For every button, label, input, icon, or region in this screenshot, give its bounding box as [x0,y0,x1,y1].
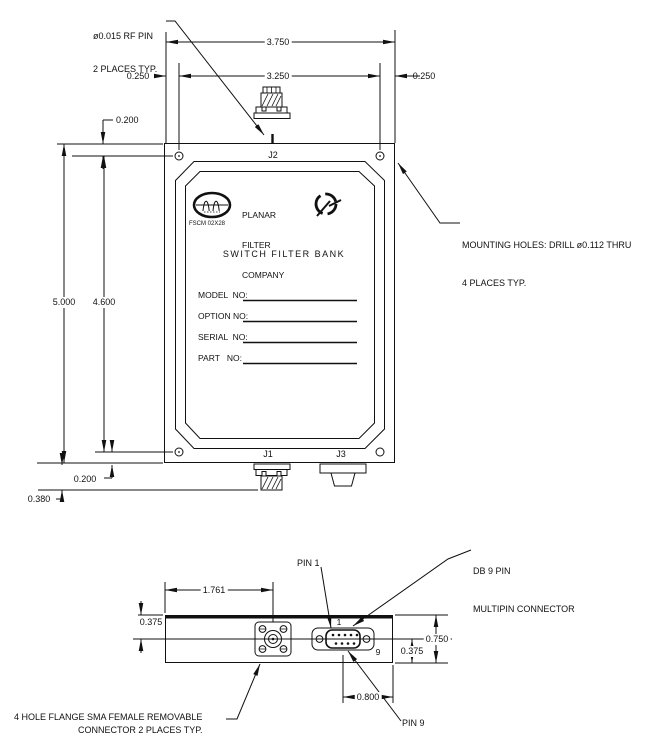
sma-callout-leader [226,663,261,720]
pin1-callout: PIN 1 [297,558,320,568]
dim-width-overall: 3.750 [264,37,292,48]
label-j1: J1 [263,449,273,459]
sma-callout-line1: 4 HOLE FLANGE SMA FEMALE REMOVABLE [14,712,203,722]
top-view [37,20,460,502]
company-name-line1: PLANAR [242,210,277,220]
field-underlines [243,299,357,365]
dim-hole-inset-right: 0.250 [412,71,436,81]
planar-logo-icon [192,191,232,219]
company-name: PLANAR FILTER COMPANY [242,190,284,300]
enclosure-outline [164,143,395,463]
field-model-no: MODEL NO: [198,290,248,300]
dim-top-to-center: 0.375 [139,617,163,627]
dim-width-holes: 3.250 [264,71,292,82]
rf-pin-callout-line1: ø0.015 RF PIN [93,31,154,41]
label-j2: J2 [268,150,278,160]
label-j3: J3 [336,449,346,459]
dim-hole-top-offset: 0.200 [116,115,139,125]
pin9-leader [347,650,402,722]
rf-pin-leader [166,20,265,136]
field-part-no: PART NO: [198,353,242,363]
bottom-view-extension-lines [138,582,448,703]
pin1-leader [320,566,332,629]
dsub-connector-side-icon [319,463,367,487]
dim-center-to-bottom: 0.375 [398,646,426,657]
pin1-marker: 1 [336,617,342,627]
sma-connector-top-icon [253,86,291,143]
db9-callout-leader [352,549,472,627]
dim-hole-inset-left: 0.250 [126,71,150,81]
db9-connector-icon [311,627,375,651]
rf-pin-callout-line2: 2 PLACES TYP. [93,64,158,74]
fscm-code: FSCM 02X28 [189,221,226,227]
bottom-view-dimension-lines [138,587,439,700]
mounting-holes-callout-line2: 4 PLACES TYP. [462,277,527,288]
label-plate-inner [185,171,375,439]
bottom-view [133,549,472,722]
mounting-holes-leader [397,162,460,224]
pin9-marker: 9 [375,647,381,657]
plate-title: SWITCH FILTER BANK [222,249,346,259]
field-option-no: OPTION NO: [198,311,249,321]
mounting-hole-icon [174,151,385,457]
top-view-dimension-lines [56,39,420,502]
mounting-holes-callout: MOUNTING HOLES: DRILL ø0.112 THRU 4 PLAC… [462,214,631,314]
dim-panel-height: 0.750 [423,634,451,645]
dim-connector-protrusion: 0.380 [27,494,51,504]
company-name-line3: COMPANY [242,270,285,280]
db9-callout: DB 9 PIN MULTIPIN CONNECTOR [473,540,575,640]
dim-height-overall: 5.000 [50,297,78,308]
top-view-extension-lines [37,30,396,491]
db9-pins [331,633,359,645]
company-name-line2: FILTER [242,240,271,250]
sma-callout-line2: CONNECTOR 2 PLACES TYP. [78,725,203,735]
rf-pin-callout: ø0.015 RF PIN 2 PLACES TYP. [93,9,157,97]
dim-height-holes: 4.600 [90,297,118,308]
field-serial-no: SERIAL NO: [198,332,248,342]
label-plate-outer [175,161,385,449]
circular-mark-icon [314,192,342,217]
mounting-holes-callout-line1: MOUNTING HOLES: DRILL ø0.112 THRU [462,240,632,250]
dim-db9-center-offset: 0.800 [354,692,382,703]
pin9-callout: PIN 9 [402,718,425,728]
db9-callout-line1: DB 9 PIN [473,566,511,576]
dim-sma-center-offset: 1.761 [200,585,228,596]
dim-hole-bottom-offset: 0.200 [73,474,97,484]
db9-callout-line2: MULTIPIN CONNECTOR [473,603,575,614]
sma-connector-bottom-icon [253,463,291,491]
